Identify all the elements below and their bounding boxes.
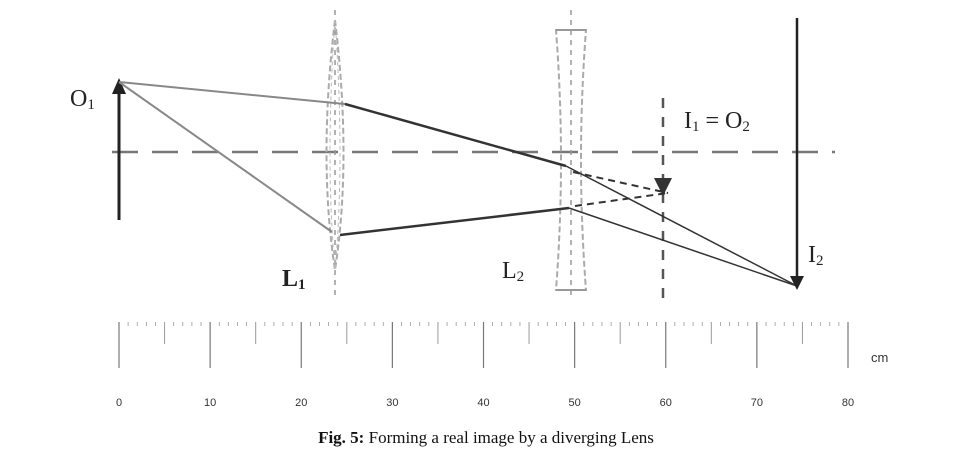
ray-upper-l2-i2 bbox=[565, 165, 798, 287]
ray-upper-l1-l2 bbox=[344, 102, 567, 168]
ray-lower-extension bbox=[574, 192, 669, 207]
image2-arrow bbox=[790, 18, 804, 290]
ray-lower-o1-l1 bbox=[118, 81, 333, 233]
image1-arrow bbox=[654, 178, 672, 196]
ruler-tick-label: 40 bbox=[477, 397, 489, 409]
object-arrow bbox=[112, 78, 126, 220]
ray-upper-extension bbox=[572, 171, 669, 194]
ruler-tick-label: 80 bbox=[842, 397, 854, 409]
label-lens2: L2 bbox=[502, 258, 524, 285]
figure-caption: Fig. 5: Forming a real image by a diverg… bbox=[0, 428, 972, 448]
label-object: O1 bbox=[70, 86, 95, 113]
ruler-tick-label: 0 bbox=[116, 397, 122, 409]
ruler-unit-label: cm bbox=[871, 350, 888, 365]
label-image1: I1 = O2 bbox=[684, 108, 750, 135]
caption-prefix: Fig. 5: bbox=[318, 428, 365, 447]
ruler-tick-label: 10 bbox=[204, 397, 216, 409]
ray-upper-o1-l1 bbox=[118, 81, 346, 105]
caption-text: Forming a real image by a diverging Lens bbox=[364, 428, 654, 447]
ruler-tick-label: 70 bbox=[751, 397, 763, 409]
ruler: 0 10 20 30 40 50 60 70 80 bbox=[116, 322, 854, 409]
ruler-tick-label: 60 bbox=[660, 397, 672, 409]
lens-l1 bbox=[325, 10, 345, 300]
label-image2: I2 bbox=[808, 242, 824, 269]
label-lens1: L1 bbox=[282, 266, 306, 293]
ruler-tick-label: 30 bbox=[386, 397, 398, 409]
ruler-tick-label: 20 bbox=[295, 397, 307, 409]
ray-lower-l1-l2 bbox=[339, 206, 570, 237]
ruler-tick-label: 50 bbox=[569, 397, 581, 409]
lens-l2 bbox=[554, 10, 588, 300]
ray-lower-l2-i2 bbox=[568, 207, 798, 287]
